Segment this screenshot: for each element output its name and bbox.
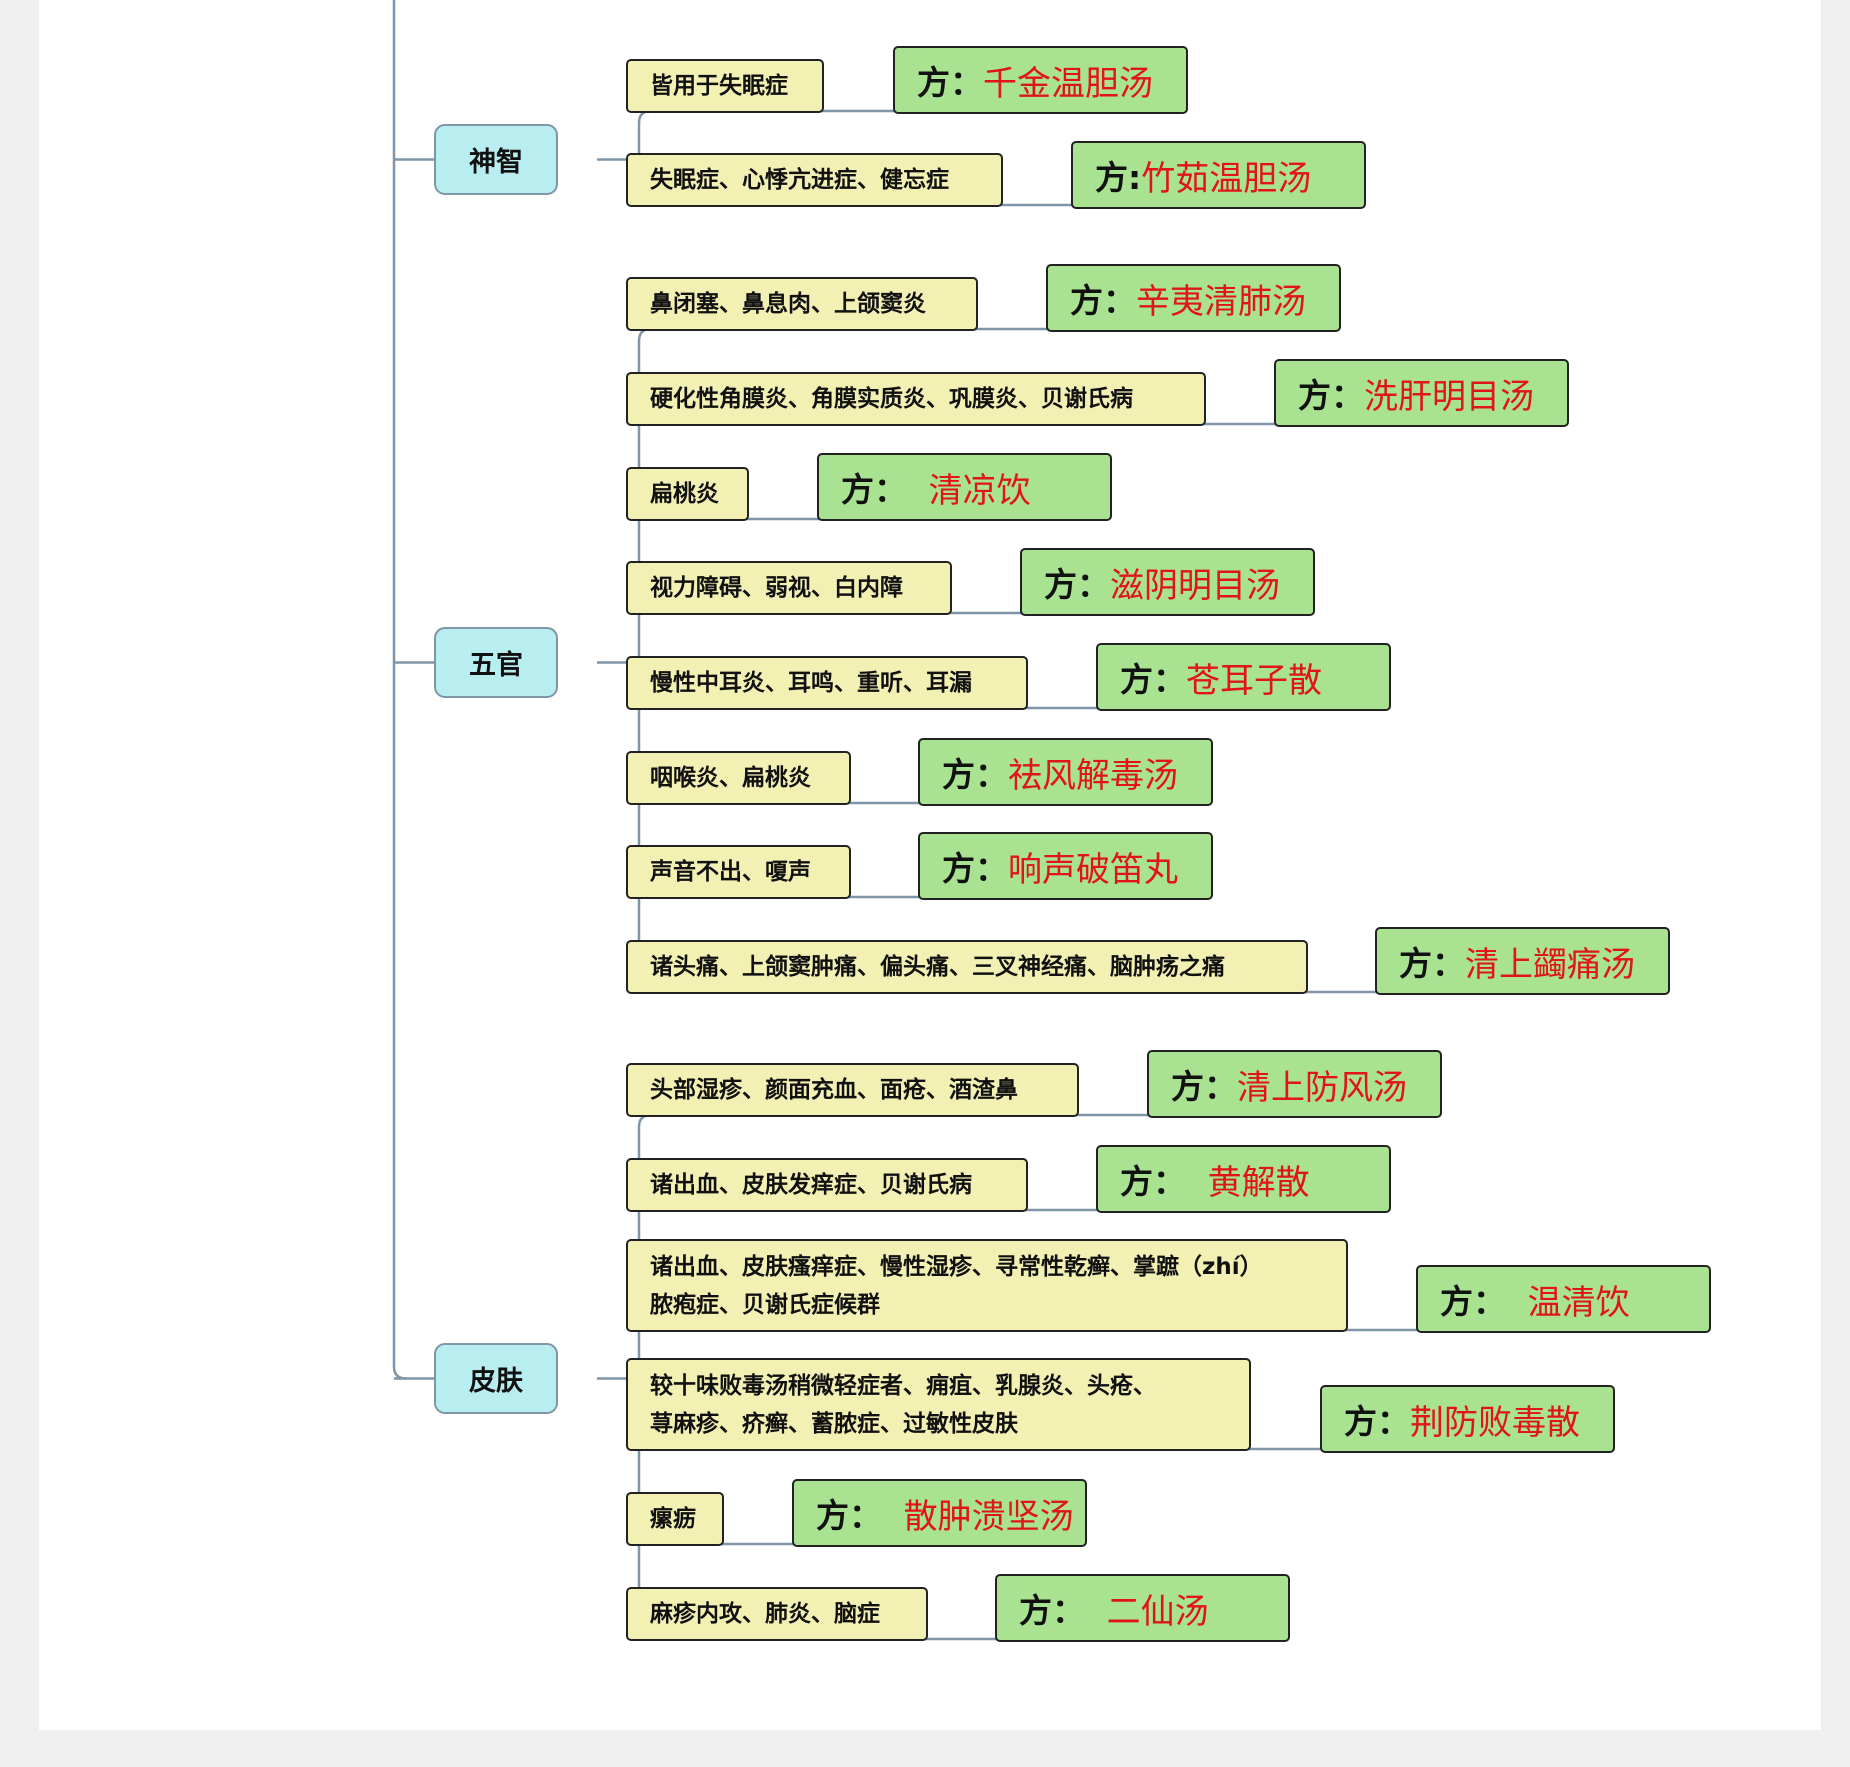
symptom-node[interactable]: 扁桃炎 <box>626 467 749 521</box>
formula-name: 响声破笛丸 <box>1008 849 1178 890</box>
formula-node[interactable]: 方：辛夷清肺汤 <box>1046 264 1341 332</box>
symptom-node[interactable]: 慢性中耳炎、耳鸣、重听、耳漏 <box>626 656 1028 710</box>
symptom-node[interactable]: 诸头痛、上颌窦肿痛、偏头痛、三叉神经痛、脑肿疡之痛 <box>626 940 1308 994</box>
formula-node[interactable]: 方：响声破笛丸 <box>918 832 1213 900</box>
formula-node[interactable]: 方： 散肿溃坚汤 <box>792 1479 1087 1547</box>
formula-prefix: 方： <box>1070 281 1136 320</box>
symptom-node[interactable]: 失眠症、心悸亢进症、健忘症 <box>626 153 1003 207</box>
symptom-node[interactable]: 较十味败毒汤稍微轻症者、痈疽、乳腺炎、头疮、 荨麻疹、疥癣、蓄脓症、过敏性皮肤 <box>626 1358 1251 1451</box>
formula-name: 千金温胆汤 <box>983 63 1153 104</box>
formula-node[interactable]: 方：清上防风汤 <box>1147 1050 1442 1118</box>
symptom-node[interactable]: 视力障碍、弱视、白内障 <box>626 561 952 615</box>
symptom-node[interactable]: 瘰疬 <box>626 1492 724 1546</box>
formula-name: 散肿溃坚汤 <box>882 1496 1074 1537</box>
formula-prefix: 方： <box>1120 1162 1186 1201</box>
formula-name: 温清饮 <box>1506 1282 1630 1323</box>
formula-prefix: 方： <box>1344 1402 1410 1441</box>
category-node[interactable]: 五官 <box>434 627 558 698</box>
formula-node[interactable]: 方： 二仙汤 <box>995 1574 1290 1642</box>
formula-prefix: 方： <box>841 470 907 509</box>
category-node[interactable]: 皮肤 <box>434 1343 558 1414</box>
formula-prefix: 方： <box>942 755 1008 794</box>
formula-node[interactable]: 方：祛风解毒汤 <box>918 738 1213 806</box>
symptom-node[interactable]: 硬化性角膜炎、角膜实质炎、巩膜炎、贝谢氏病 <box>626 372 1206 426</box>
formula-name: 清上防风汤 <box>1237 1067 1407 1108</box>
formula-name: 二仙汤 <box>1085 1591 1209 1632</box>
symptom-node[interactable]: 头部湿疹、颜面充血、面疮、酒渣鼻 <box>626 1063 1079 1117</box>
formula-name: 辛夷清肺汤 <box>1136 281 1306 322</box>
formula-prefix: 方： <box>1298 376 1364 415</box>
formula-node[interactable]: 方：荆防败毒散 <box>1320 1385 1615 1453</box>
formula-prefix: 方： <box>1019 1591 1085 1630</box>
formula-node[interactable]: 方： 黄解散 <box>1096 1145 1391 1213</box>
formula-name: 黄解散 <box>1186 1162 1310 1203</box>
formula-node[interactable]: 方：苍耳子散 <box>1096 643 1391 711</box>
formula-prefix: 方： <box>816 1496 882 1535</box>
formula-prefix: 方： <box>1399 944 1465 983</box>
symptom-node[interactable]: 声音不出、嗄声 <box>626 845 851 899</box>
symptom-node[interactable]: 诸出血、皮肤发痒症、贝谢氏病 <box>626 1158 1028 1212</box>
formula-prefix: 方： <box>942 849 1008 888</box>
formula-name: 苍耳子散 <box>1186 660 1322 701</box>
formula-prefix: 方: <box>1095 158 1142 197</box>
formula-node[interactable]: 方：千金温胆汤 <box>893 46 1188 114</box>
formula-node[interactable]: 方： 清凉饮 <box>817 453 1112 521</box>
formula-node[interactable]: 方：清上蠲痛汤 <box>1375 927 1670 995</box>
symptom-node[interactable]: 麻疹内攻、肺炎、脑症 <box>626 1587 928 1641</box>
formula-prefix: 方： <box>1120 660 1186 699</box>
formula-node[interactable]: 方： 温清饮 <box>1416 1265 1711 1333</box>
formula-prefix: 方： <box>1171 1067 1237 1106</box>
formula-name: 滋阴明目汤 <box>1110 565 1280 606</box>
formula-name: 祛风解毒汤 <box>1008 755 1178 796</box>
symptom-node[interactable]: 皆用于失眠症 <box>626 59 824 113</box>
formula-name: 清上蠲痛汤 <box>1465 944 1635 985</box>
formula-prefix: 方： <box>1044 565 1110 604</box>
formula-name: 竹茹温胆汤 <box>1141 158 1312 199</box>
symptom-node[interactable]: 诸出血、皮肤瘙痒症、慢性湿疹、寻常性乾癣、掌蹠（zhí） 脓疱症、贝谢氏症候群 <box>626 1239 1348 1332</box>
main-spine-line <box>392 0 407 1380</box>
formula-prefix: 方： <box>917 63 983 102</box>
formula-node[interactable]: 方：洗肝明目汤 <box>1274 359 1569 427</box>
category-node[interactable]: 神智 <box>434 124 558 195</box>
formula-name: 荆防败毒散 <box>1410 1402 1580 1443</box>
symptom-node[interactable]: 鼻闭塞、鼻息肉、上颌窦炎 <box>626 277 978 331</box>
formula-node[interactable]: 方：滋阴明目汤 <box>1020 548 1315 616</box>
formula-prefix: 方： <box>1440 1282 1506 1321</box>
formula-name: 清凉饮 <box>907 470 1031 511</box>
formula-name: 洗肝明目汤 <box>1364 376 1534 417</box>
symptom-node[interactable]: 咽喉炎、扁桃炎 <box>626 751 851 805</box>
formula-node[interactable]: 方:竹茹温胆汤 <box>1071 141 1366 209</box>
